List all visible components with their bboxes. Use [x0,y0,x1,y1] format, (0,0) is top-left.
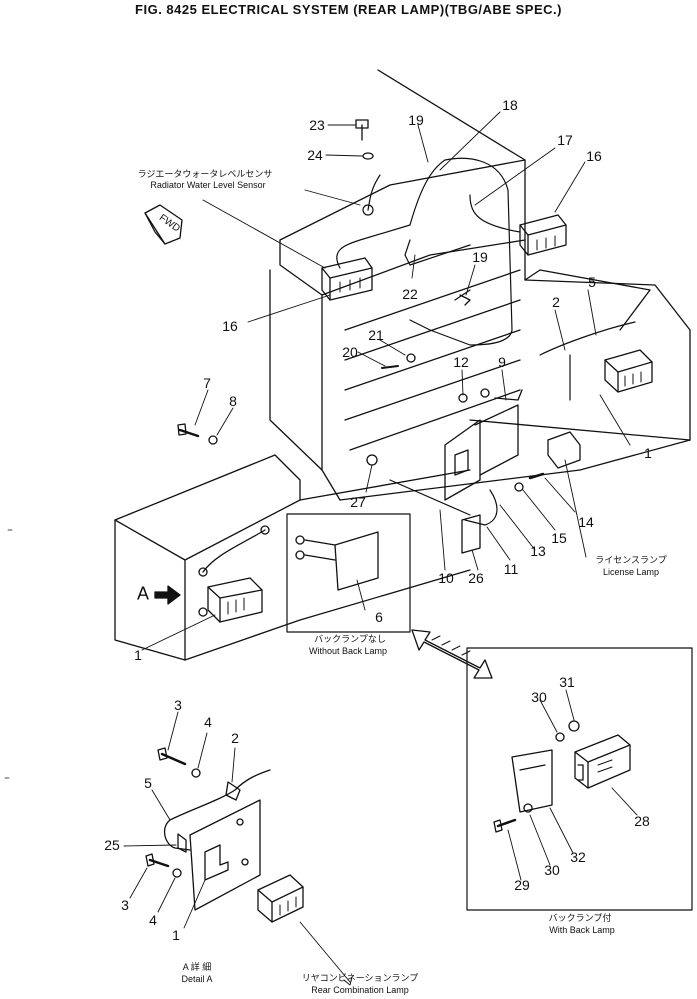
view-a-letter: A [136,583,150,604]
callout-1: 1 [644,445,652,461]
rear-combination-lamp-left [198,525,270,623]
callout-19: 19 [472,249,488,265]
callout-19: 19 [408,112,424,128]
callout-4: 4 [149,912,157,928]
leader-lines [141,111,631,651]
callout-9: 9 [498,354,506,370]
with-back-lamp-detail [466,647,693,911]
detail-a-view [123,711,353,986]
wiring-harness [336,157,636,526]
radiator-sensor-label-en: Radiator Water Level Sensor [150,180,266,190]
callout-2: 2 [552,294,560,310]
detail-a-label-en: Detail A [181,974,213,984]
callout-30: 30 [531,689,547,705]
callout-31: 31 [559,674,575,690]
callout-3: 3 [121,897,129,913]
figure-title: FIG. 8425 ELECTRICAL SYSTEM (REAR LAMP)(… [135,2,562,17]
license-lamp-label-jp: ライセンスランプ [595,555,667,565]
callout-5: 5 [144,775,152,791]
detail-a-label-jp: A 詳 細 [182,962,212,972]
edge-mark [4,529,13,779]
callout-32: 32 [570,849,586,865]
callout-21: 21 [368,327,384,343]
callout-30: 30 [544,862,560,878]
detail-link-arrow [411,629,493,679]
callout-11: 11 [503,561,519,577]
callout-7: 7 [203,375,211,391]
callout-27: 27 [350,494,366,510]
callout-20: 20 [342,344,358,360]
callout-6: 6 [375,609,383,625]
rear-combination-lamp-right [604,349,653,393]
without-back-lamp-label-en: Without Back Lamp [308,646,388,656]
callout-16: 16 [222,318,238,334]
callout-28: 28 [634,813,650,829]
view-arrow-a [154,585,181,605]
with-back-lamp-label-en: With Back Lamp [549,925,615,935]
license-lamp-label-en: License Lamp [602,567,660,577]
callout-24: 24 [307,147,323,163]
bumper-box [114,454,471,661]
callout-25: 25 [104,837,120,853]
fwd-arrow [144,204,183,245]
callout-5: 5 [588,274,596,290]
callout-18: 18 [502,97,518,113]
callout-14: 14 [578,514,594,530]
back-lamp-cover [295,531,379,591]
callout-13: 13 [530,543,546,559]
callout-17: 17 [557,132,573,148]
callout-2: 2 [231,730,239,746]
callout-1: 1 [172,927,180,943]
callout-10: 10 [438,570,454,586]
callout-3: 3 [174,697,182,713]
radiator-sensor-label-jp: ラジエータウォータレベルセンサ [137,169,273,179]
without-back-lamp-label-jp: バックランプなし [314,634,386,644]
callout-8: 8 [229,393,237,409]
work-lamp-right [519,214,567,256]
callout-4: 4 [204,714,212,730]
callout-26: 26 [468,570,484,586]
work-lamp-left [321,257,373,301]
callout-1: 1 [134,647,142,663]
rear-combination-lamp-label-en: Rear Combination Lamp [311,985,409,995]
rear-combination-lamp-label-jp: リヤコンビネーションランプ [301,973,419,983]
callout-29: 29 [514,877,530,893]
callout-23: 23 [309,117,325,133]
callout-22: 22 [402,286,418,302]
callout-16: 16 [586,148,602,164]
lamp-bracket-plate [444,404,581,554]
callout-12: 12 [453,354,469,370]
fasteners [177,119,545,492]
callout-15: 15 [551,530,567,546]
with-back-lamp-label-jp: バックランプ付 [548,913,612,923]
